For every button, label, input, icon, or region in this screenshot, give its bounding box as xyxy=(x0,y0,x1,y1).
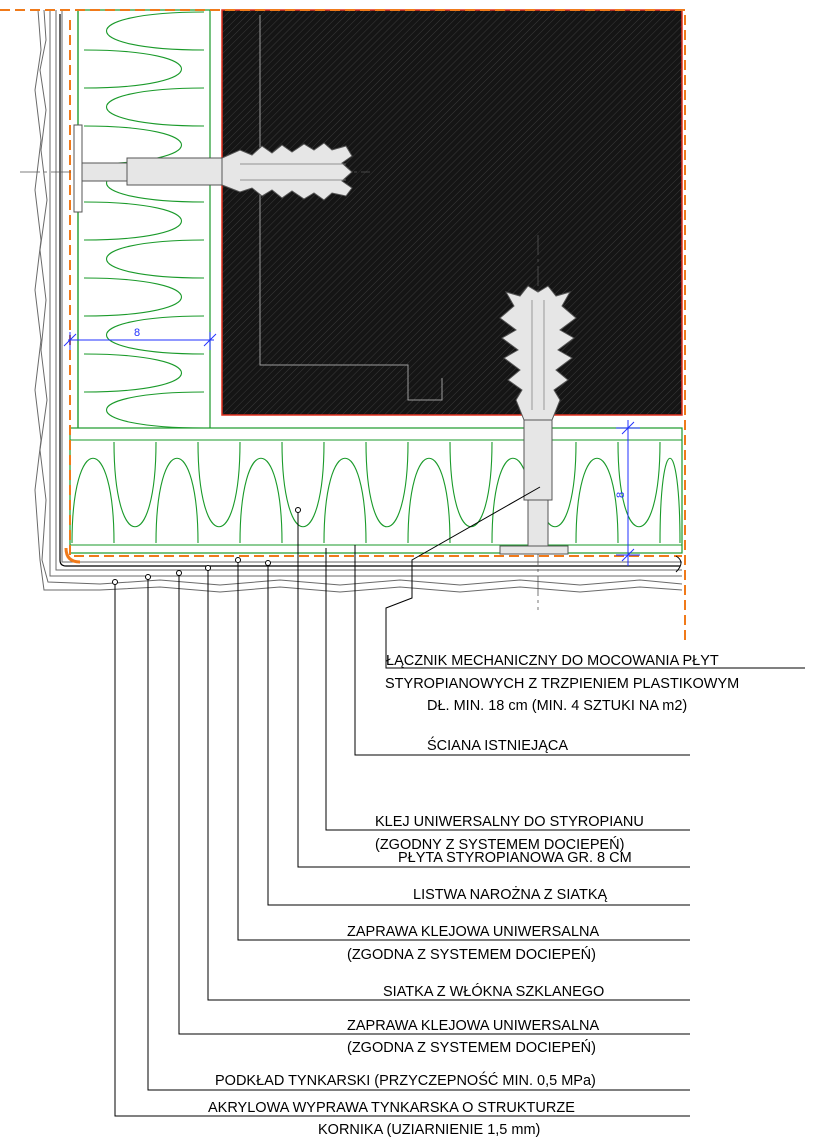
dimension-bottom-label: 8 xyxy=(615,492,627,498)
dimension-side-label: 8 xyxy=(134,327,140,339)
outer-layers xyxy=(34,9,683,593)
mesh-layer xyxy=(0,9,686,640)
label-connector-3: DŁ. MIN. 18 cm (MIN. 4 SZTUKI NA m2) xyxy=(427,698,687,714)
leader-lines xyxy=(114,486,805,1117)
label-mesh: SIATKA Z WŁÓKNA SZKLANEGO xyxy=(383,983,604,1000)
label-existing-wall: ŚCIANA ISTNIEJĄCA xyxy=(427,736,568,754)
label-render-1: AKRYLOWA WYPRAWA TYNKARSKA O STRUKTURZE xyxy=(208,1100,575,1116)
dimension-bottom xyxy=(616,420,640,566)
label-mortar-1b: (ZGODNA Z SYSTEMEM DOCIEPEŃ) xyxy=(347,946,596,963)
bottom-insulation-pattern xyxy=(71,441,681,544)
label-adhesive-1: KLEJ UNIWERSALNY DO STYROPIANU xyxy=(375,814,644,830)
leader-markers xyxy=(112,507,301,585)
side-insulation xyxy=(77,9,211,431)
label-connector-1: ŁĄCZNIK MECHANICZNY DO MOCOWANIA PŁYT xyxy=(386,653,719,669)
existing-wall xyxy=(221,9,683,416)
label-primer: PODKŁAD TYNKARSKI (PRZYCZEPNOŚĆ MIN. 0,5… xyxy=(215,1071,596,1089)
dimension-side xyxy=(63,332,217,350)
mechanical-anchor-vertical xyxy=(499,235,577,610)
mesh-end-tab xyxy=(675,555,682,573)
label-connector-2: STYROPIANOWYCH Z TRZPIENIEM PLASTIKOWYM xyxy=(385,676,739,692)
label-eps-board: PŁYTA STYROPIANOWA GR. 8 CM xyxy=(398,850,632,866)
label-corner-bead: LISTWA NAROŻNA Z SIATKĄ xyxy=(413,885,607,903)
mechanical-anchor-horizontal xyxy=(20,124,370,213)
callout-labels: ŁĄCZNIK MECHANICZNY DO MOCOWANIA PŁYT ST… xyxy=(208,653,739,1138)
label-mortar-2b: (ZGODNA Z SYSTEMEM DOCIEPEŃ) xyxy=(347,1039,596,1056)
label-render-2: KORNIKA (UZIARNIENIE 1,5 mm) xyxy=(318,1122,540,1138)
wall-inner-line xyxy=(259,15,443,401)
label-mortar-2a: ZAPRAWA KLEJOWA UNIWERSALNA xyxy=(347,1018,600,1034)
side-insulation-pattern xyxy=(83,11,205,429)
bottom-insulation xyxy=(69,427,683,554)
label-adhesive-2: (ZGODNY Z SYSTEMEM DOCIEPEŃ) xyxy=(375,836,624,853)
label-mortar-1a: ZAPRAWA KLEJOWA UNIWERSALNA xyxy=(347,924,600,940)
corner-bead xyxy=(59,14,680,567)
